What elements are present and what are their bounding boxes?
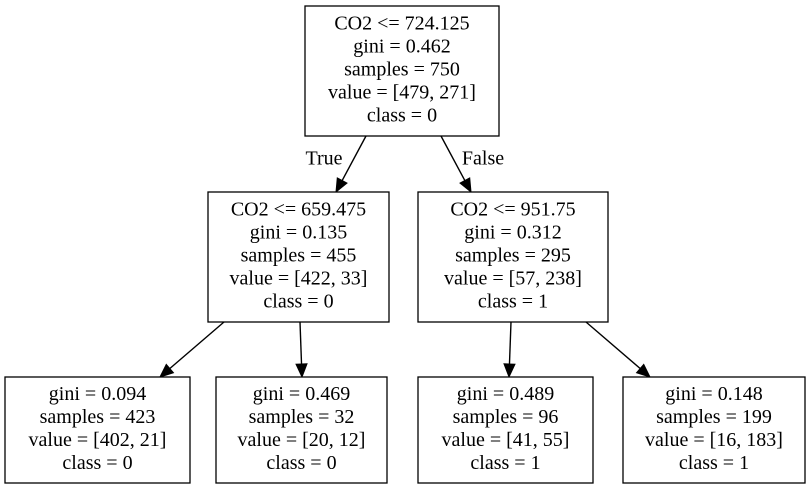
edge-left-to-left-left — [159, 321, 225, 378]
arrowhead-icon — [459, 177, 472, 194]
node-line: CO2 <= 724.125 — [334, 13, 469, 35]
node-line: value = [41, 55] — [442, 429, 570, 451]
node-line: samples = 295 — [455, 245, 571, 267]
edge-line — [440, 135, 466, 181]
edge-line — [169, 321, 225, 370]
node-box — [304, 5, 500, 137]
arrowhead-icon — [503, 363, 516, 379]
node-line: gini = 0.469 — [253, 383, 350, 405]
edge-line — [299, 321, 303, 365]
node-box — [622, 376, 806, 484]
edge-root-to-right: False — [440, 135, 504, 194]
edge-line — [585, 321, 641, 370]
node-line: class = 0 — [263, 291, 333, 313]
node-line: value = [20, 12] — [238, 429, 366, 451]
node-line: gini = 0.148 — [665, 383, 762, 405]
edge-root-to-left: True — [305, 135, 367, 194]
edge-label: False — [462, 148, 504, 170]
edge-left-to-left-right — [295, 321, 308, 379]
node-line: value = [57, 238] — [444, 268, 582, 290]
node-line: gini = 0.462 — [353, 36, 450, 58]
node-line: CO2 <= 659.475 — [231, 199, 366, 221]
node-line: gini = 0.489 — [457, 383, 554, 405]
arrowhead-icon — [635, 363, 651, 378]
edges-layer: True False — [159, 135, 651, 379]
node-line: class = 0 — [266, 452, 336, 474]
node-line: samples = 96 — [453, 406, 559, 428]
node-line: samples = 750 — [344, 59, 460, 81]
node-line: samples = 455 — [241, 245, 357, 267]
node-line: class = 1 — [478, 291, 548, 313]
node-line: samples = 32 — [249, 406, 355, 428]
arrowhead-icon — [159, 363, 175, 378]
node-line: samples = 423 — [40, 406, 156, 428]
node-box — [4, 376, 191, 484]
node-box — [215, 376, 388, 484]
node-line: class = 1 — [470, 452, 540, 474]
edge-line — [341, 135, 367, 181]
edge-line — [508, 321, 512, 365]
edge-label: True — [305, 148, 342, 170]
node-line: class = 1 — [679, 452, 749, 474]
node-line: class = 0 — [367, 105, 437, 127]
node-box — [417, 376, 594, 484]
node-box — [207, 191, 390, 323]
arrowhead-icon — [335, 177, 348, 194]
node-line: value = [479, 271] — [328, 82, 476, 104]
edge-right-to-right-left — [503, 321, 516, 379]
node-line: samples = 199 — [656, 406, 772, 428]
node-line: value = [402, 21] — [29, 429, 167, 451]
node-line: value = [16, 183] — [645, 429, 783, 451]
node-line: CO2 <= 951.75 — [450, 199, 575, 221]
node-line: gini = 0.094 — [49, 383, 146, 405]
node-line: gini = 0.135 — [250, 222, 347, 244]
node-line: gini = 0.312 — [464, 222, 561, 244]
node-line: value = [422, 33] — [230, 268, 368, 290]
node-line: class = 0 — [62, 452, 132, 474]
arrowhead-icon — [295, 363, 308, 379]
edge-right-to-right-right — [585, 321, 651, 378]
node-box — [417, 191, 609, 323]
